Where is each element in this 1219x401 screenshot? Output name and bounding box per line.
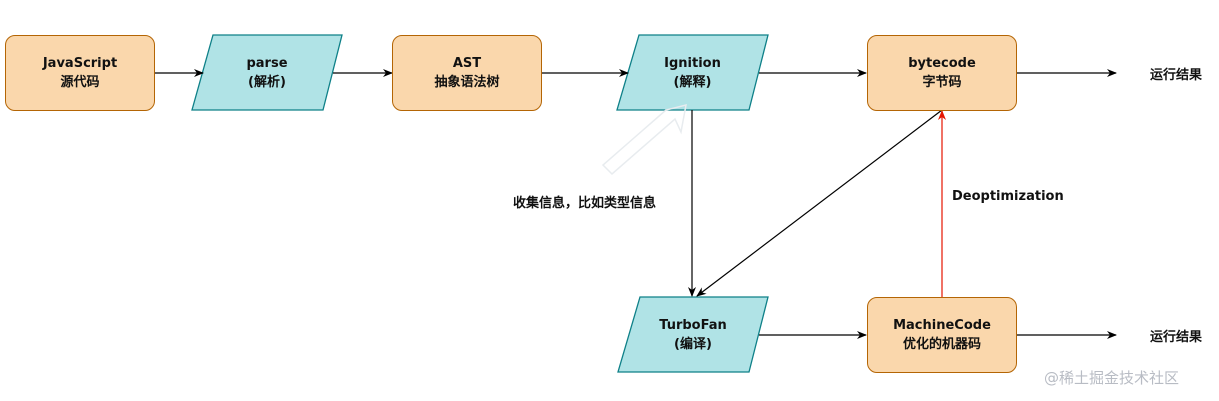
faint-pointer-shape <box>601 103 687 176</box>
node-machinecode-title: MachineCode <box>893 318 991 333</box>
label-collect-info: 收集信息，比如类型信息 <box>513 196 657 211</box>
node-parse[interactable]: parse (解析) <box>192 35 342 111</box>
label-result-top: 运行结果 <box>1150 68 1203 83</box>
node-javascript-subtitle: 源代码 <box>60 75 100 90</box>
node-javascript[interactable]: JavaScript 源代码 <box>5 35 155 111</box>
turbofan-shape[interactable] <box>617 296 769 373</box>
node-ast-subtitle: 抽象语法树 <box>434 75 500 90</box>
edge-bytecode-to-turbofan <box>696 109 943 297</box>
node-ast[interactable]: AST 抽象语法树 <box>392 35 542 111</box>
node-machinecode[interactable]: MachineCode 优化的机器码 <box>867 297 1017 373</box>
node-javascript-title: JavaScript <box>42 56 118 71</box>
parse-shape[interactable] <box>191 34 343 111</box>
node-turbofan-title: TurboFan <box>659 318 727 333</box>
node-bytecode-subtitle: 字节码 <box>922 75 962 90</box>
ignition-shape[interactable] <box>616 34 769 111</box>
label-deoptimization: Deoptimization <box>952 189 1064 204</box>
label-result-bottom: 运行结果 <box>1150 330 1203 345</box>
node-ignition-subtitle: (解释) <box>673 75 712 90</box>
node-parse-title: parse <box>246 56 288 71</box>
node-turbofan[interactable]: TurboFan (编译) <box>618 297 768 373</box>
node-turbofan-subtitle: (编译) <box>674 337 712 352</box>
watermark-text: @稀土掘金技术社区 <box>1044 369 1180 387</box>
node-parse-subtitle: (解析) <box>248 75 286 90</box>
node-ast-title: AST <box>452 56 482 71</box>
node-bytecode[interactable]: bytecode 字节码 <box>867 35 1017 111</box>
node-machinecode-subtitle: 优化的机器码 <box>902 337 981 352</box>
node-ignition[interactable]: Ignition (解释) <box>617 35 768 111</box>
node-ignition-title: Ignition <box>664 56 721 71</box>
node-bytecode-title: bytecode <box>908 56 976 71</box>
